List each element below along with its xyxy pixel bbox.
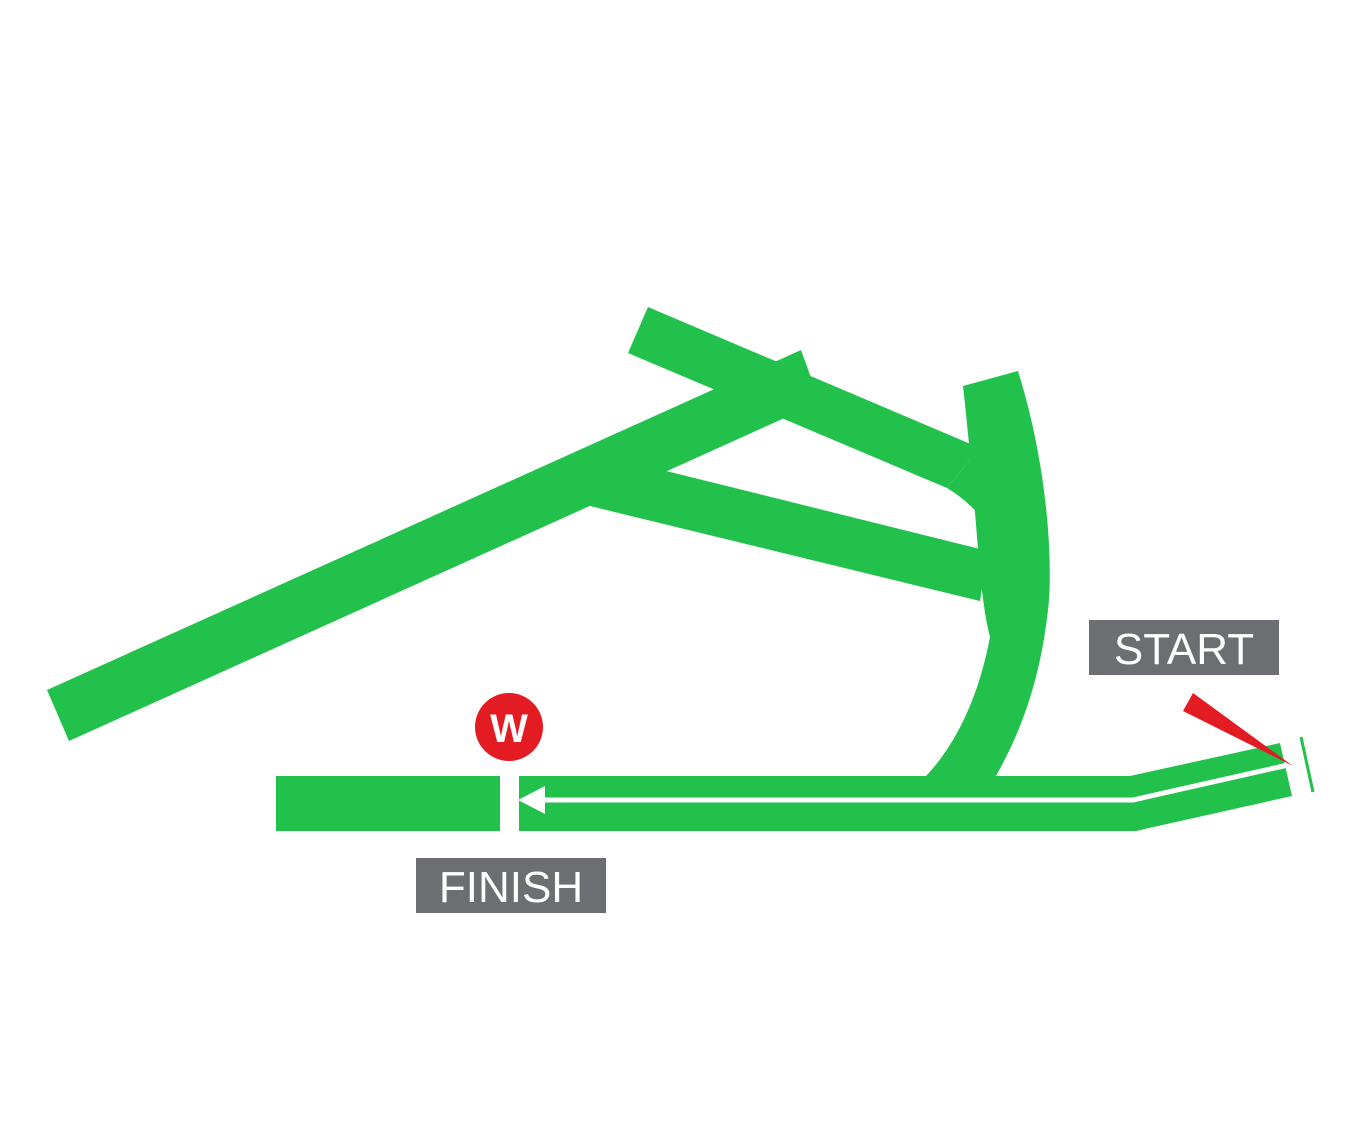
far-turn-track <box>926 371 1050 776</box>
finish-label: FINISH <box>416 858 606 913</box>
start-label: START <box>1089 620 1279 675</box>
bend-infill <box>947 448 997 551</box>
home-straight-track <box>500 743 1292 831</box>
direction-arrow-icon <box>518 762 1289 814</box>
upper-back-track <box>628 307 980 488</box>
start-label-text: START <box>1114 625 1254 674</box>
run-out-track <box>276 776 500 831</box>
track-sections <box>47 307 1315 831</box>
start-pointer-icon <box>1183 693 1293 766</box>
diagonal-straight-track <box>47 350 820 741</box>
winning-post-icon: W <box>475 693 543 761</box>
winning-post-letter: W <box>490 707 528 751</box>
finish-label-text: FINISH <box>439 863 583 912</box>
finish-line <box>500 772 519 835</box>
middle-link-track <box>590 460 988 601</box>
start-chute-marker <box>1299 736 1315 793</box>
